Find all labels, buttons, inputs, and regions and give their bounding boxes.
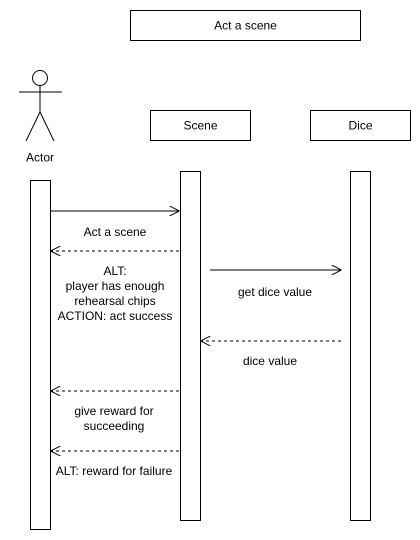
diagram-title: Act a scene: [214, 19, 277, 33]
actor-label: Actor: [26, 151, 54, 165]
message-act-a-scene: Act a scene: [51, 225, 179, 251]
message-label: dice value: [243, 354, 297, 368]
diagram-title-box: Act a scene: [130, 10, 361, 41]
message-dice-value: dice value: [201, 341, 341, 368]
message-give-reward: give reward for succeeding: [51, 391, 179, 433]
dice-activation-bar: [350, 171, 371, 521]
actor-participant: Actor: [19, 70, 62, 165]
actor-activation-bar: [30, 180, 51, 530]
scene-activation-bar: [180, 171, 201, 521]
note-line: player has enough: [66, 279, 165, 293]
message-get-dice-value: get dice value: [210, 270, 341, 299]
actor-stick-figure-icon: [19, 70, 62, 142]
dice-label: Dice: [348, 119, 372, 133]
dice-participant: Dice: [310, 110, 411, 141]
note-line: ACTION: act success: [58, 309, 173, 323]
message-label: get dice value: [238, 285, 312, 299]
message-label: give reward for: [74, 404, 153, 418]
note-line: ALT:: [103, 264, 126, 278]
message-label: succeeding: [84, 419, 145, 433]
message-label: ALT: reward for failure: [56, 464, 173, 478]
alt-success-note: ALT: player has enough rehearsal chips A…: [58, 264, 173, 323]
message-label: Act a scene: [84, 225, 147, 239]
scene-participant: Scene: [150, 110, 251, 141]
note-line: rehearsal chips: [74, 294, 155, 308]
message-reward-for-failure: ALT: reward for failure: [51, 451, 179, 478]
scene-label: Scene: [183, 119, 217, 133]
